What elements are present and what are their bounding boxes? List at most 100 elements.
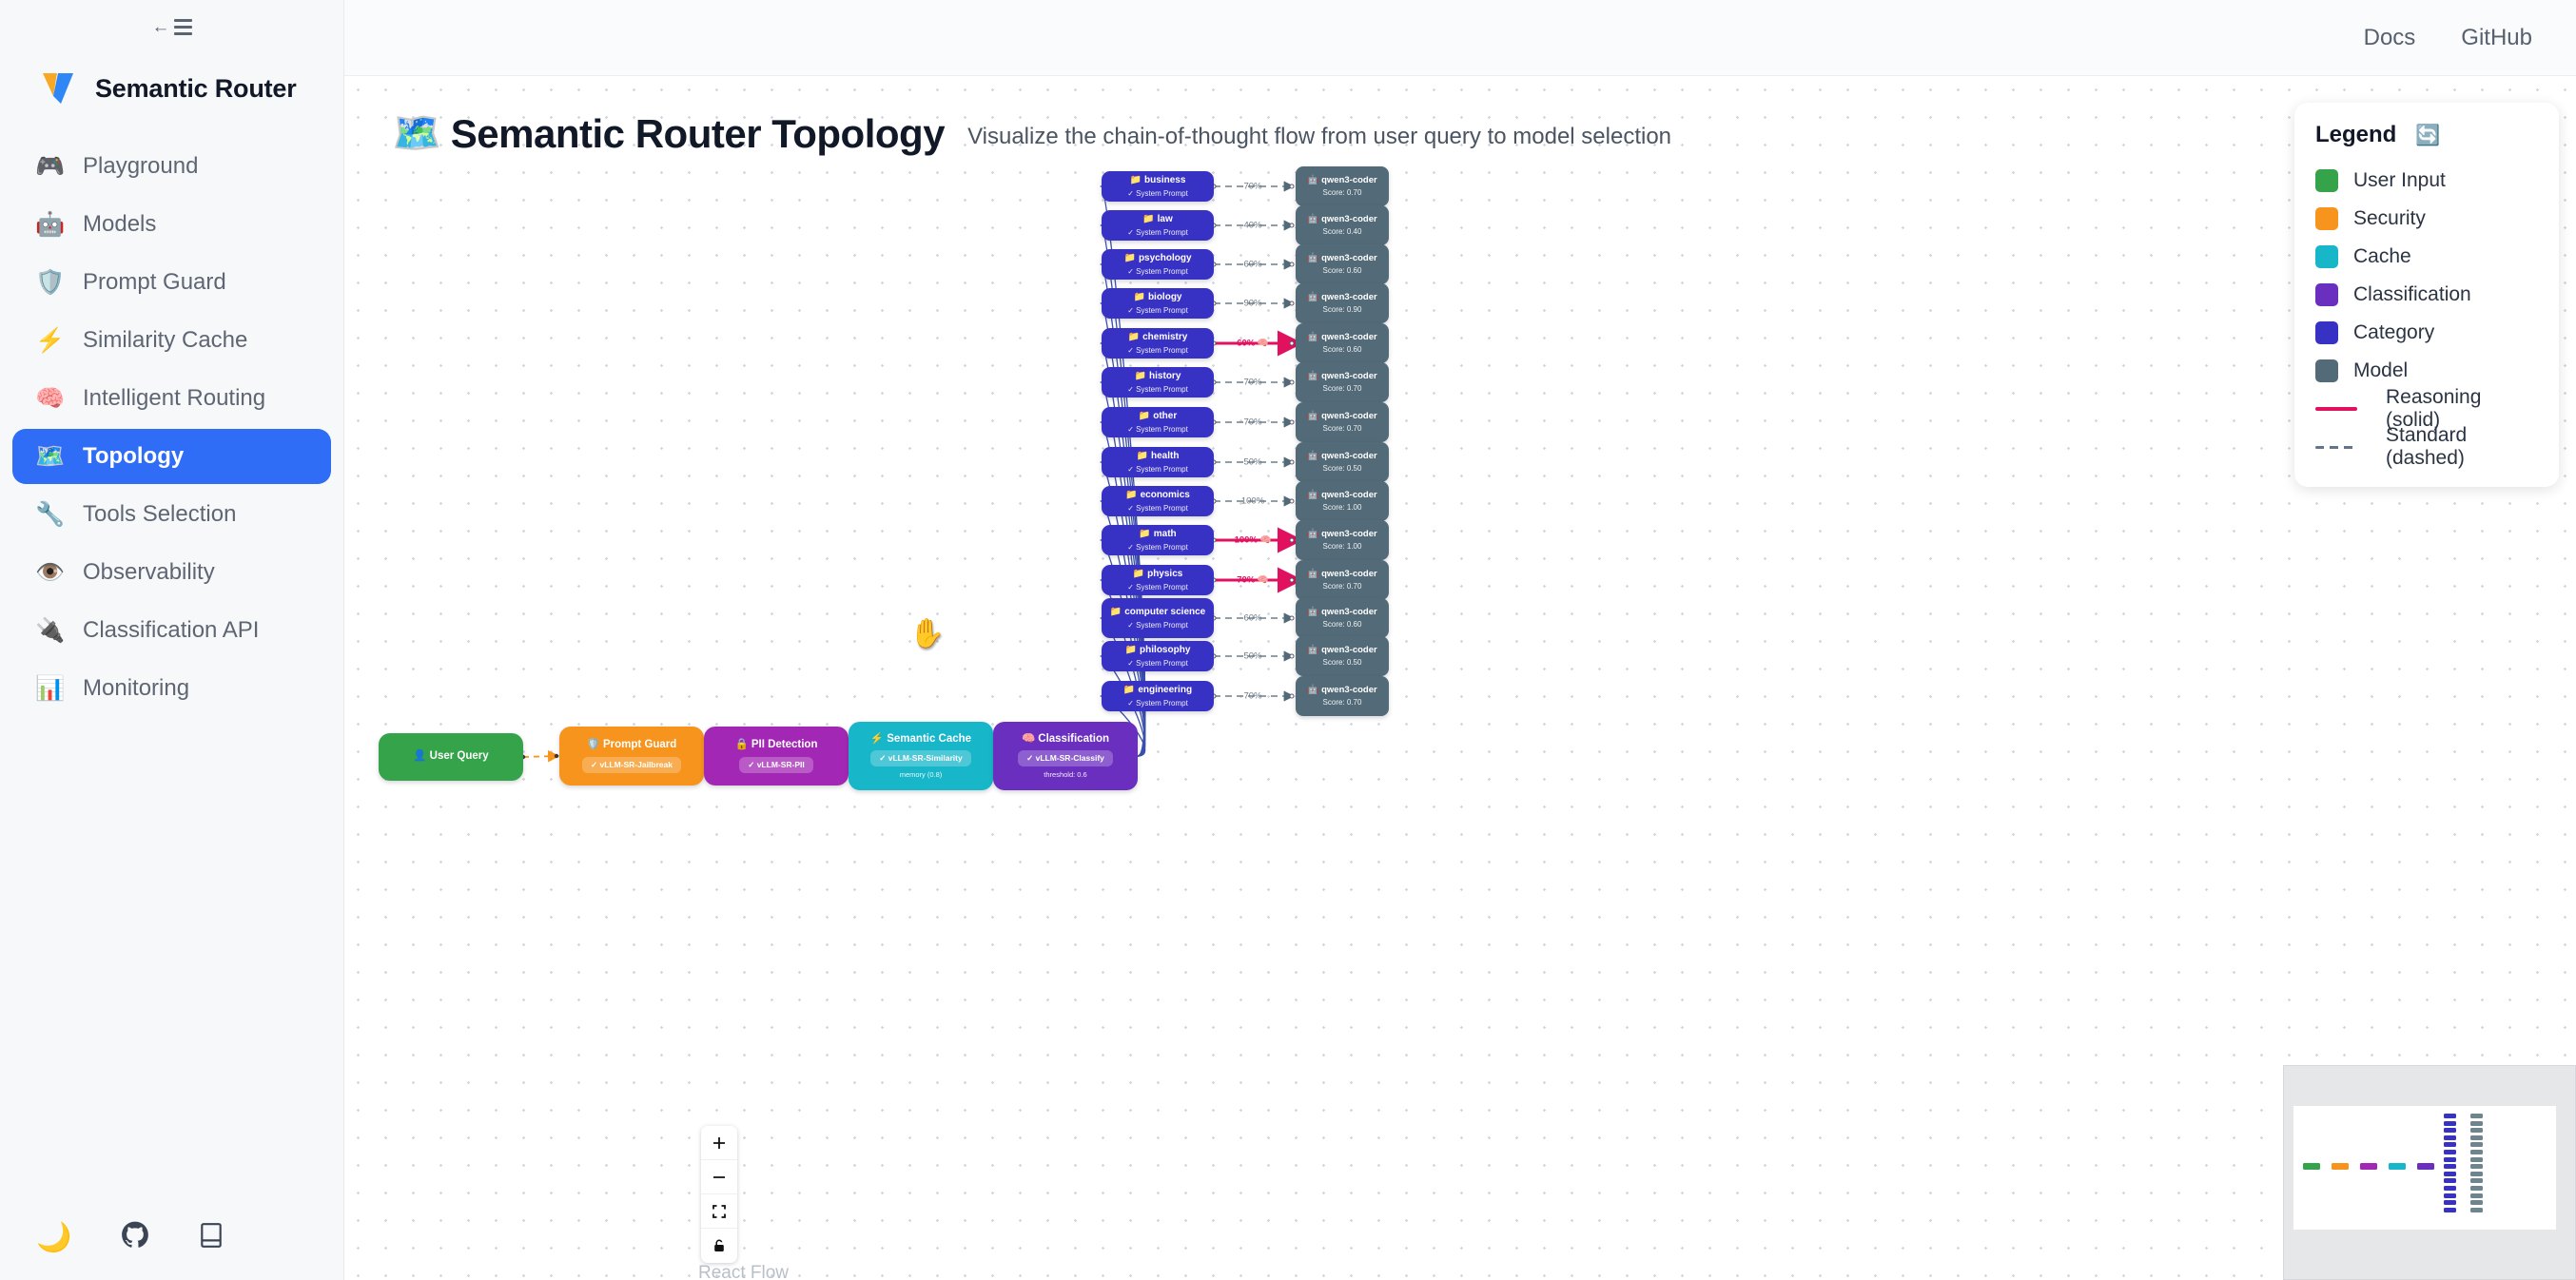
category-node[interactable]: 📁health✓ System Prompt <box>1102 447 1214 477</box>
sidebar-item-label: Observability <box>83 559 215 585</box>
category-node[interactable]: 📁physics✓ System Prompt <box>1102 565 1214 595</box>
sidebar-item-intelligent-routing[interactable]: 🧠 Intelligent Routing <box>12 371 331 426</box>
book-icon[interactable] <box>199 1222 224 1254</box>
minimap-node <box>2444 1120 2456 1126</box>
category-title: 📁chemistry <box>1128 332 1188 343</box>
sidebar-item-playground[interactable]: 🎮 Playground <box>12 139 331 194</box>
category-node[interactable]: 📁business✓ System Prompt <box>1102 171 1214 202</box>
fit-view-button[interactable] <box>701 1194 737 1229</box>
moon-icon[interactable]: 🌙 <box>36 1222 72 1253</box>
sidebar-item-tools-selection[interactable]: 🔧 Tools Selection <box>12 487 331 542</box>
category-title: 📁law <box>1142 214 1173 225</box>
folder-icon: 📁 <box>1109 607 1122 618</box>
legend-item-reasoning: Reasoning (solid) <box>2315 386 2538 431</box>
github-link[interactable]: GitHub <box>2461 24 2532 50</box>
sidebar-item-monitoring[interactable]: 📊 Monitoring <box>12 661 331 716</box>
model-name: qwen3-coder <box>1321 175 1377 186</box>
docs-link[interactable]: Docs <box>2363 24 2416 50</box>
legend-item-security: Security <box>2315 200 2538 238</box>
flow-node-user[interactable]: 👤User Query <box>379 733 523 781</box>
model-name: qwen3-coder <box>1321 332 1377 343</box>
model-score: Score: 0.60 <box>1322 265 1362 275</box>
category-meta: ✓ System Prompt <box>1127 658 1188 668</box>
node-title-text: Semantic Cache <box>887 732 972 745</box>
category-node[interactable]: 📁other✓ System Prompt <box>1102 407 1214 437</box>
category-node[interactable]: 📁computer science✓ System Prompt <box>1102 598 1214 638</box>
minimap-node <box>2470 1186 2483 1191</box>
sidebar-item-similarity-cache[interactable]: ⚡ Similarity Cache <box>12 313 331 368</box>
category-node[interactable]: 📁chemistry✓ System Prompt <box>1102 328 1214 359</box>
minimap-node <box>2444 1207 2456 1212</box>
node-title: 🧠Classification <box>1022 733 1109 746</box>
category-node[interactable]: 📁economics✓ System Prompt <box>1102 486 1214 516</box>
edge-percent-label: 70% 🧠 <box>1237 574 1269 586</box>
category-name: law <box>1157 214 1173 225</box>
category-node[interactable]: 📁history✓ System Prompt <box>1102 367 1214 398</box>
node-icon: 🛡️ <box>586 739 600 751</box>
category-meta: ✓ System Prompt <box>1127 542 1188 552</box>
category-node[interactable]: 📁math✓ System Prompt <box>1102 525 1214 555</box>
robot-icon: 🤖 <box>1307 685 1319 696</box>
sidebar-item-classification-api[interactable]: 🔌 Classification API <box>12 603 331 658</box>
legend-label: Security <box>2353 207 2426 229</box>
sidebar-item-models[interactable]: 🤖 Models <box>12 197 331 252</box>
react-flow-attribution[interactable]: React Flow <box>698 1263 790 1280</box>
topology-canvas[interactable]: 🗺️ Semantic Router Topology Visualize th… <box>344 76 2576 1280</box>
robot-icon: 🤖 <box>1307 214 1319 225</box>
robot-icon: 🤖 <box>1307 175 1319 186</box>
folder-icon: 📁 <box>1124 645 1138 656</box>
edge-percent-label: 60% 🧠 <box>1237 338 1269 349</box>
refresh-icon[interactable]: 🔄 <box>2415 124 2441 146</box>
model-name: qwen3-coder <box>1321 253 1377 264</box>
category-node[interactable]: 📁engineering✓ System Prompt <box>1102 681 1214 711</box>
category-name: history <box>1149 371 1181 382</box>
category-node[interactable]: 📁law✓ System Prompt <box>1102 210 1214 241</box>
model-name: qwen3-coder <box>1321 371 1377 382</box>
category-node[interactable]: 📁psychology✓ System Prompt <box>1102 249 1214 280</box>
flow-node-pii[interactable]: 🔒PII Detection✓ vLLM-SR-PII <box>704 727 849 785</box>
color-swatch <box>2315 359 2338 382</box>
model-name: qwen3-coder <box>1321 490 1377 501</box>
brand: Semantic Router <box>0 53 343 116</box>
node-title: 🛡️Prompt Guard <box>587 739 677 751</box>
category-node[interactable]: 📁biology✓ System Prompt <box>1102 288 1214 319</box>
flow-node-guard[interactable]: 🛡️Prompt Guard ✓ vLLM-SR-Jailbreak <box>559 727 704 785</box>
model-title: 🤖qwen3-coder <box>1307 645 1376 656</box>
color-swatch <box>2315 169 2338 192</box>
sidebar-item-topology[interactable]: 🗺️ Topology <box>12 429 331 484</box>
zoom-out-button[interactable] <box>701 1160 737 1194</box>
edge-percent-label: 60% <box>1243 612 1262 624</box>
node-title: 🔒PII Detection <box>735 739 818 751</box>
github-icon[interactable] <box>121 1221 149 1255</box>
minimap[interactable] <box>2283 1065 2576 1280</box>
minimap-node <box>2470 1128 2483 1134</box>
folder-icon: 📁 <box>1136 451 1148 462</box>
category-node[interactable]: 📁philosophy✓ System Prompt <box>1102 641 1214 671</box>
collapse-sidebar-button[interactable]: ← <box>152 18 192 36</box>
sidebar-footer: 🌙 <box>0 1221 344 1255</box>
minimap-node <box>2444 1200 2456 1206</box>
sidebar-item-prompt-guard[interactable]: 🛡️ Prompt Guard <box>12 255 331 310</box>
node-badge: ✓ vLLM-SR-Jailbreak <box>581 756 681 773</box>
zoom-in-button[interactable] <box>701 1126 737 1160</box>
sidebar-item-observability[interactable]: 👁️ Observability <box>12 545 331 600</box>
edge-percent-label: 100% 🧠 <box>1234 534 1272 546</box>
folder-icon: 📁 <box>1142 214 1155 225</box>
lock-button[interactable] <box>701 1229 737 1263</box>
